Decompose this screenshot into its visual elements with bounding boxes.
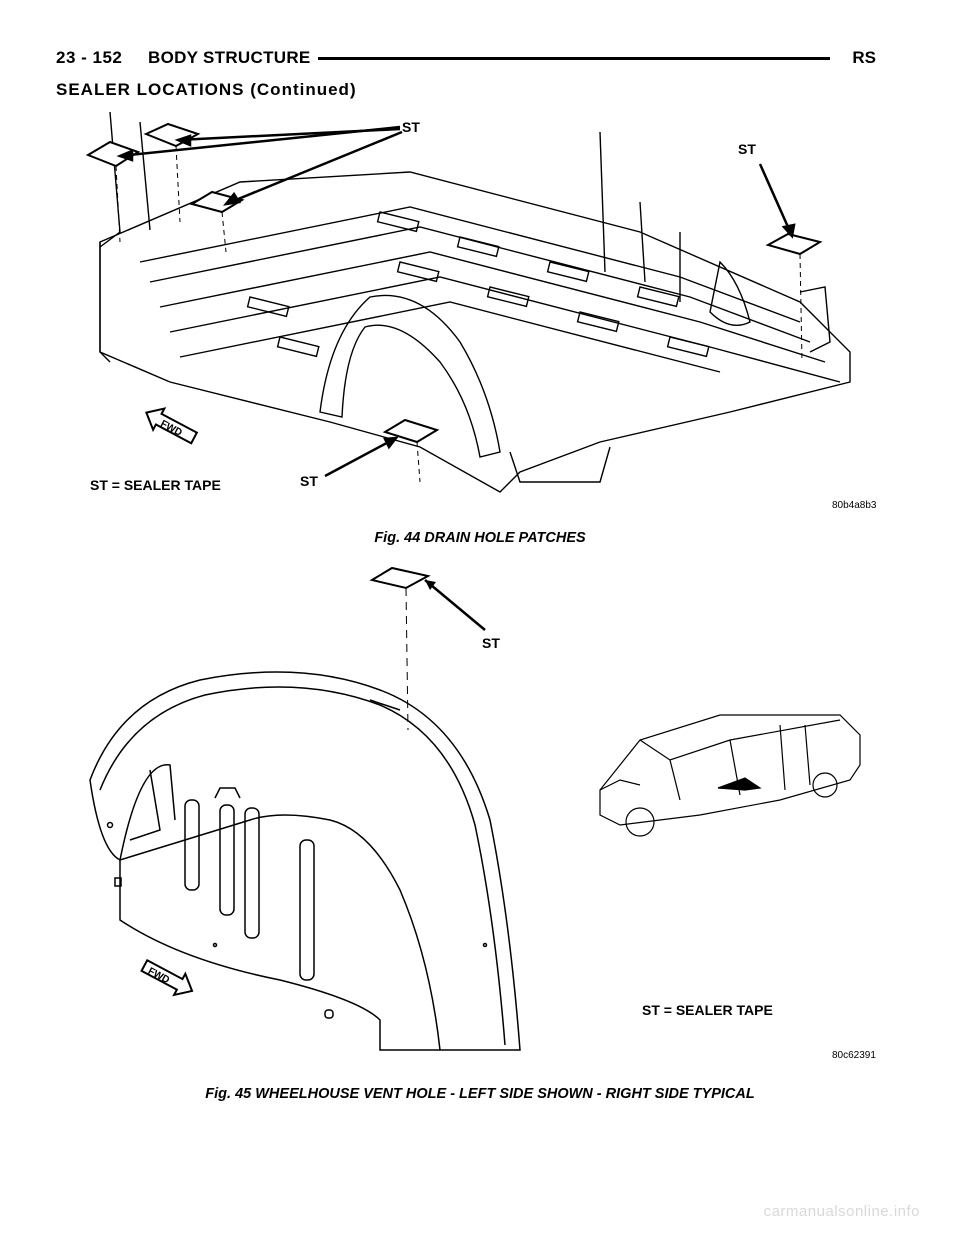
sealer-tape-legend: ST = SEALER TAPE: [90, 477, 221, 493]
figure-drain-hole-patches: FWD ST ST ST ST = SEALER TAPE 80b4a8b3: [80, 112, 900, 522]
floor-pan-illustration: FWD ST ST ST ST = SEALER TAPE 80b4a8b3: [85, 112, 877, 511]
st-callout: ST: [300, 473, 318, 489]
svg-text:FWD: FWD: [159, 418, 184, 438]
image-code: 80b4a8b3: [832, 500, 877, 511]
sealer-patch-4: [765, 232, 823, 256]
st-callout: ST: [402, 119, 420, 135]
section-subheading: SEALER LOCATIONS (Continued): [56, 80, 357, 99]
header-rule: [318, 57, 830, 60]
figure-caption: Fig. 45 WHEELHOUSE VENT HOLE - LEFT SIDE…: [205, 1086, 755, 1102]
page-header: 23 - 152 BODY STRUCTURE RS: [56, 44, 876, 74]
sealer-patch-5: [382, 418, 440, 444]
fwd-arrow-icon: FWD: [145, 407, 199, 445]
fwd-arrow-icon: FWD: [140, 958, 194, 997]
watermark: carmanualsonline.info: [763, 1203, 920, 1220]
st-callout: ST: [482, 635, 500, 651]
figure-wheelhouse-vent-hole: ST FWD: [80, 560, 900, 1070]
sealer-patch-3: [189, 190, 245, 214]
model-code: RS: [852, 48, 876, 67]
sealer-patch-1: [85, 140, 141, 168]
sealer-patch: [369, 566, 431, 590]
page-number: 23 - 152: [56, 48, 123, 67]
svg-text:FWD: FWD: [146, 966, 171, 986]
wheelhouse-illustration: ST FWD: [89, 566, 876, 1061]
section-title: BODY STRUCTURE: [148, 48, 311, 67]
sealer-tape-legend: ST = SEALER TAPE: [642, 1002, 773, 1018]
image-code: 80c62391: [832, 1050, 876, 1061]
minivan-locator-icon: [599, 714, 861, 837]
figure-caption: Fig. 44 DRAIN HOLE PATCHES: [374, 530, 586, 546]
st-callout: ST: [738, 141, 756, 157]
